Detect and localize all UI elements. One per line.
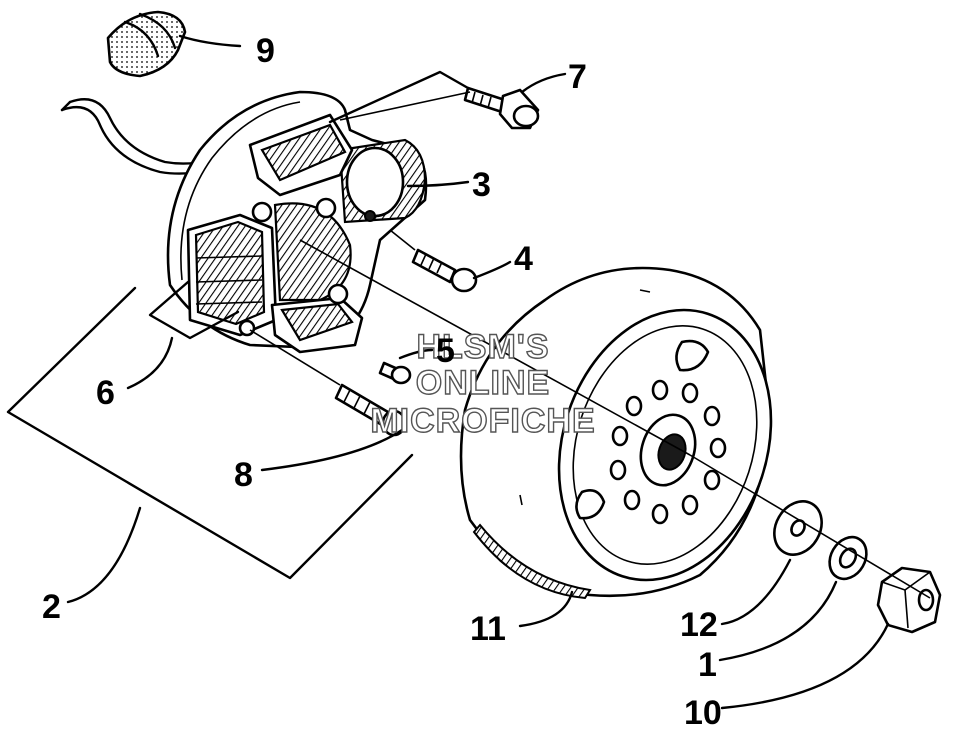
watermark-line-1: HLSM'S: [416, 328, 549, 366]
callout-7: 7: [568, 58, 587, 96]
callout-2: 2: [42, 588, 61, 626]
nut-part-10: [876, 566, 942, 634]
screw-part-8: [334, 383, 407, 437]
callout-6: 6: [96, 374, 115, 412]
callout-1: 1: [698, 646, 717, 684]
callout-9: 9: [256, 32, 275, 70]
stator-assembly: [60, 90, 428, 354]
bracket-7-3: [328, 70, 470, 124]
watermark-line-2: ONLINE: [416, 364, 550, 402]
callout-12: 12: [680, 606, 718, 644]
callout-8: 8: [234, 456, 253, 494]
washer-part-12: [773, 500, 823, 556]
callouts: 9 7 3 4 5 6 8 2 11 12 1 10: [42, 32, 722, 732]
callout-5: 5: [436, 332, 455, 370]
grommet-part: [106, 10, 187, 78]
lock-washer-part-1: [828, 535, 868, 581]
group-bracket-6: [148, 280, 240, 340]
watermark-line-3: MICROFICHE: [370, 402, 595, 440]
explode-lines: [249, 91, 931, 599]
watermark: HLSM'S ONLINE MICROFICHE: [370, 327, 596, 440]
callout-3: 3: [472, 166, 491, 204]
screw-part-4: [411, 248, 478, 293]
screw-part-5: [378, 361, 412, 385]
group-bracket-2: [6, 286, 414, 580]
callout-10: 10: [684, 694, 722, 732]
callout-11: 11: [470, 610, 506, 648]
callout-4: 4: [514, 240, 533, 278]
screw-part-7: [463, 86, 540, 130]
leader-lines: [66, 34, 890, 710]
flywheel-part: [459, 266, 773, 600]
